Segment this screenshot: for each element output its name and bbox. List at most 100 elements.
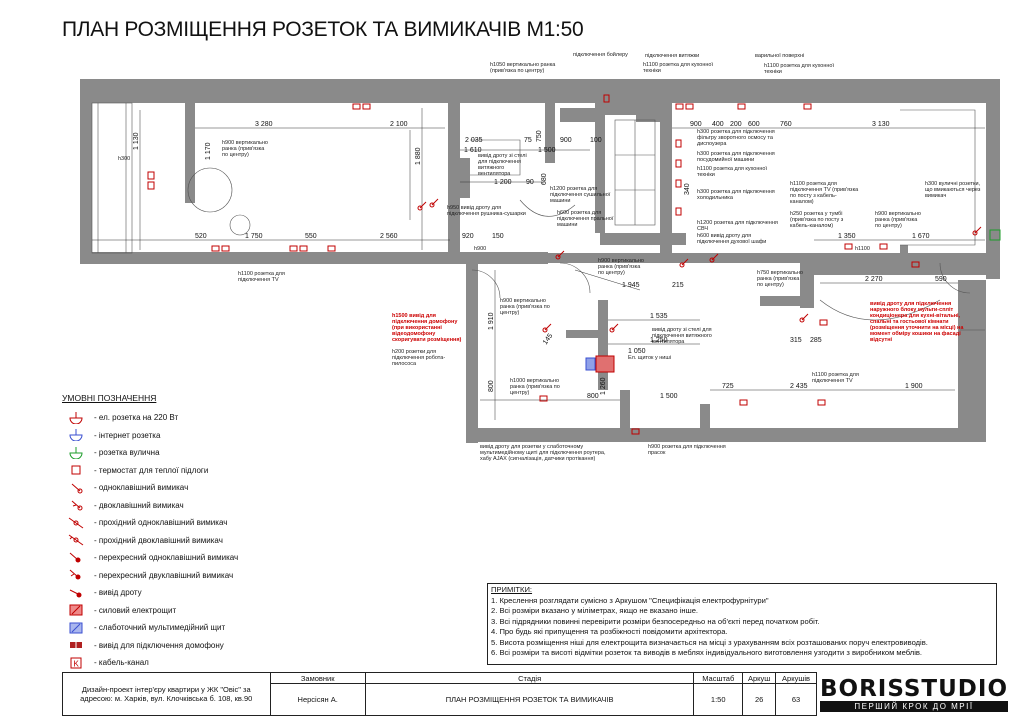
switch-icon [542, 323, 552, 333]
dim-40: 725 [722, 383, 734, 390]
cross-double-switch-icon [62, 568, 90, 582]
dim-37: 1 260 [600, 377, 607, 395]
legend-item: - вивід дроту [62, 584, 322, 602]
socket-icon [539, 395, 548, 402]
dim-33: 215 [672, 282, 684, 289]
annotation: вивід дроту зі стелі для підключення вит… [652, 327, 712, 345]
dim-5: 1 880 [415, 147, 422, 165]
dim-27: 3 130 [872, 121, 890, 128]
switch-icon [429, 198, 439, 208]
dim-13: 900 [560, 137, 572, 144]
switch-icon [679, 258, 689, 268]
sheets-count: 63 [775, 683, 817, 716]
legend-title: УМОВНІ ПОЗНАЧЕННЯ [62, 393, 157, 403]
client-name: Нерсісян А. [269, 683, 366, 716]
legend-item: - перехресний двуклавішний вимикач [62, 567, 322, 585]
dim-11: 680 [541, 173, 548, 185]
dim-2: 2 100 [390, 121, 408, 128]
intercom-icon [62, 638, 90, 652]
project-description: Дизайн-проект інтер'єру квартири у ЖК "О… [62, 672, 271, 716]
dim-15: 75 [524, 137, 532, 144]
dim-3: 1 130 [133, 132, 140, 150]
annotation: вивід дроту для розетки у слаботочному м… [480, 444, 606, 462]
annotation: h300 розетка для підключення посудомийно… [697, 151, 775, 163]
outdoor-socket-icon [62, 446, 90, 460]
annotation: підключення витяжки [645, 53, 700, 59]
switch-icon [417, 201, 427, 211]
legend-item: - одноклавішний вимикач [62, 479, 322, 497]
socket-icon [631, 428, 640, 435]
media-panel-icon [585, 357, 596, 371]
sheet-title: ПЛАН РОЗМІЩЕННЯ РОЗЕТОК ТА ВИМИКАЧІВ М1:… [62, 18, 584, 41]
dim-23: 400 [712, 121, 724, 128]
legend-item: - прохідний одноклавішний вимикач [62, 514, 322, 532]
power-panel-icon [62, 603, 90, 617]
dim-45: 315 [790, 337, 802, 344]
dim-20: 920 [462, 233, 474, 240]
annotation: h300 розетка для підключення холодильник… [697, 189, 775, 201]
annotation: h900 розетка для підключення прасок [648, 444, 726, 456]
socket-icon [147, 171, 155, 190]
cable-channel-icon: K [62, 656, 90, 670]
socket-icon [675, 139, 682, 216]
dim-24: 200 [730, 121, 742, 128]
annotation: h200 розетки для підключення робота-пило… [392, 349, 446, 367]
socket-icon [62, 411, 90, 425]
legend-item: - інтернет розетка [62, 427, 322, 445]
client-label: Замовник [269, 672, 366, 684]
dim-36: 1 050 [628, 348, 646, 355]
scale-label: Масштаб [693, 672, 744, 684]
annotation: h1100 розетка для кухонної техніки [643, 62, 713, 74]
annotation: h900 вертикально ранка (прив'язка по цен… [875, 211, 921, 229]
dim-30: 2 270 [865, 276, 883, 283]
dim-35: 1 250 [650, 337, 668, 344]
annotation: h1200 розетка для підключення сушильної … [550, 186, 611, 204]
switch-icon [555, 250, 565, 260]
annotation: h600 вивід дроту для підключення духової… [697, 233, 767, 245]
internet-socket-icon [62, 428, 90, 442]
switch-icon [799, 313, 809, 323]
dim-46: 285 [810, 337, 822, 344]
socket-icon [211, 245, 230, 252]
annotation: h1000 вертикально ранка (прив'язка по це… [510, 378, 560, 396]
annotation: h250 розетка у тумбі (прив'язка по посту… [790, 211, 844, 229]
dim-39: 1 500 [660, 393, 678, 400]
dim-21: 150 [492, 233, 504, 240]
legend-item: - силовий електрощит [62, 602, 322, 620]
dim-7: 1 610 [464, 147, 482, 154]
annotation: h1500 вивід для підключення домофону (пр… [392, 313, 462, 343]
annotation: h300 вуличні розетки, що вмикаються чере… [925, 181, 981, 199]
note-item: 3. Всі підрядники повинні перевірити роз… [491, 616, 820, 626]
brand-tagline: ПЕРШИЙ КРОК ДО МРІЇ [819, 700, 1008, 712]
annotation: h900 [474, 246, 487, 252]
outdoor-socket-icon [989, 229, 1001, 241]
switch-icon [609, 323, 619, 333]
socket-icon [803, 103, 812, 110]
notes-title: ПРИМІТКИ: [491, 585, 533, 594]
note-item: 4. Про будь які припущення та розбіжност… [491, 627, 728, 636]
cross-single-switch-icon [62, 551, 90, 565]
annotation: вивід дроту для підключення наружного бл… [870, 301, 964, 343]
note-item: 5. Висота розміщення ніші для електрощит… [491, 637, 928, 647]
annotation: h900 вертикально ранка (прив'язка по цен… [500, 298, 550, 316]
dim-42: 1 900 [905, 383, 923, 390]
annotation: h1100 розетка для кухонної техніки [764, 63, 834, 75]
dim-26: 760 [780, 121, 792, 128]
socket-icon [844, 243, 888, 250]
power-panel-icon [595, 355, 615, 373]
socket-icon [289, 245, 308, 252]
sheet-number: 26 [742, 683, 777, 716]
pass-double-switch-icon [62, 533, 90, 547]
svg-text:K: K [74, 659, 80, 668]
thermostat-icon [62, 463, 90, 477]
title-block: Дизайн-проект інтер'єру квартири у ЖК "О… [62, 672, 1008, 716]
annotation: h900 вертикально ранка (прив'язка по цен… [598, 258, 644, 276]
annotation: підключення бойлеру [573, 52, 628, 58]
dim-25: 600 [748, 121, 760, 128]
notes-box: ПРИМІТКИ: 1. Креслення розглядати сумісн… [487, 583, 997, 665]
pass-single-switch-icon [62, 516, 90, 530]
legend-item: - перехресний одноклавішний вимикач [62, 549, 322, 567]
dim-14: 100 [590, 137, 602, 144]
dim-4: 1 170 [205, 142, 212, 160]
